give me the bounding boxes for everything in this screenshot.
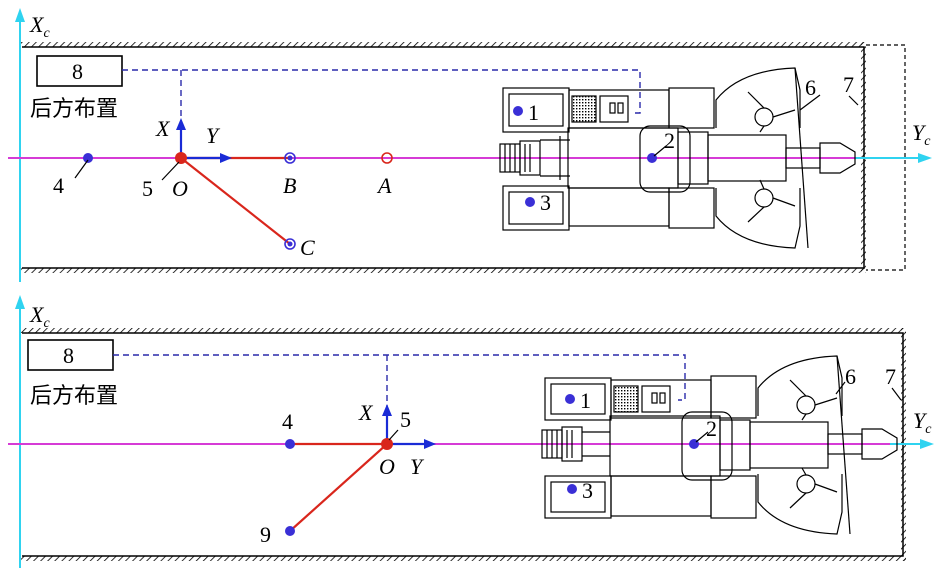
top-point-5: [175, 152, 187, 164]
svg-text:4: 4: [53, 173, 64, 198]
top-point-4: [83, 153, 93, 163]
bottom-point-4: [285, 439, 295, 449]
svg-text:2: 2: [706, 416, 717, 441]
bottom-machine-points: 1 2 3 6 7: [565, 364, 902, 503]
bottom-links: [289, 442, 388, 532]
top-yc-axis: Yc: [8, 120, 932, 163]
top-machine-points: 1 2 3 6 7: [513, 72, 859, 215]
svg-text:5: 5: [400, 407, 411, 432]
top-panel: Xc Yc 8 后方布置 X Y: [8, 8, 932, 282]
bottom-xc-label: Xc: [29, 302, 50, 331]
top-box-label: 8: [72, 59, 83, 84]
svg-text:9: 9: [260, 522, 271, 547]
top-machine: [499, 67, 856, 249]
svg-text:3: 3: [540, 190, 551, 215]
svg-text:4: 4: [282, 409, 293, 434]
svg-text:3: 3: [582, 478, 593, 503]
top-local-y: Y: [206, 123, 221, 148]
svg-text:6: 6: [805, 75, 816, 100]
bottom-yc-label: Yc: [913, 408, 932, 437]
top-xc-label: Xc: [29, 12, 50, 41]
bottom-rear-text: 后方布置: [30, 384, 118, 409]
bottom-xc-axis: Xc: [15, 295, 50, 568]
top-rear-text: 后方布置: [30, 97, 118, 122]
svg-text:C: C: [300, 235, 315, 260]
bottom-panel: Xc Yc 8 后方布置 X Y O: [8, 295, 934, 568]
bottom-local-x: X: [358, 400, 374, 425]
svg-text:6: 6: [845, 364, 856, 389]
svg-text:7: 7: [885, 364, 896, 389]
svg-text:1: 1: [528, 100, 539, 125]
top-local-frame: X Y O: [155, 116, 232, 201]
bottom-box-label: 8: [63, 343, 74, 368]
bottom-controller-box: 8 后方布置: [27, 339, 686, 415]
top-point-A: [381, 152, 393, 164]
top-local-x: X: [155, 116, 171, 141]
top-yc-label: Yc: [912, 120, 931, 149]
bottom-local-frame: X Y O: [358, 400, 436, 479]
svg-text:7: 7: [843, 72, 854, 97]
svg-text:2: 2: [664, 128, 675, 153]
svg-text:B: B: [283, 173, 296, 198]
top-xc-axis: Xc: [15, 8, 50, 282]
bottom-origin: O: [379, 454, 395, 479]
bottom-points: 4 5 9: [260, 407, 411, 547]
bottom-point-5: [381, 438, 393, 450]
top-points: 4 5 B A C: [53, 152, 393, 260]
bottom-machine: [541, 355, 898, 535]
top-point-B: [284, 152, 296, 164]
svg-text:1: 1: [580, 388, 591, 413]
top-point-C: [284, 238, 296, 250]
top-origin: O: [172, 176, 188, 201]
svg-text:A: A: [376, 173, 392, 198]
bottom-point-9: [285, 526, 295, 536]
svg-text:5: 5: [142, 176, 153, 201]
bottom-local-y: Y: [410, 454, 425, 479]
bottom-yc-axis: Yc: [8, 408, 934, 449]
top-links: [180, 156, 291, 245]
top-controller-box: 8 后方布置: [30, 55, 641, 128]
